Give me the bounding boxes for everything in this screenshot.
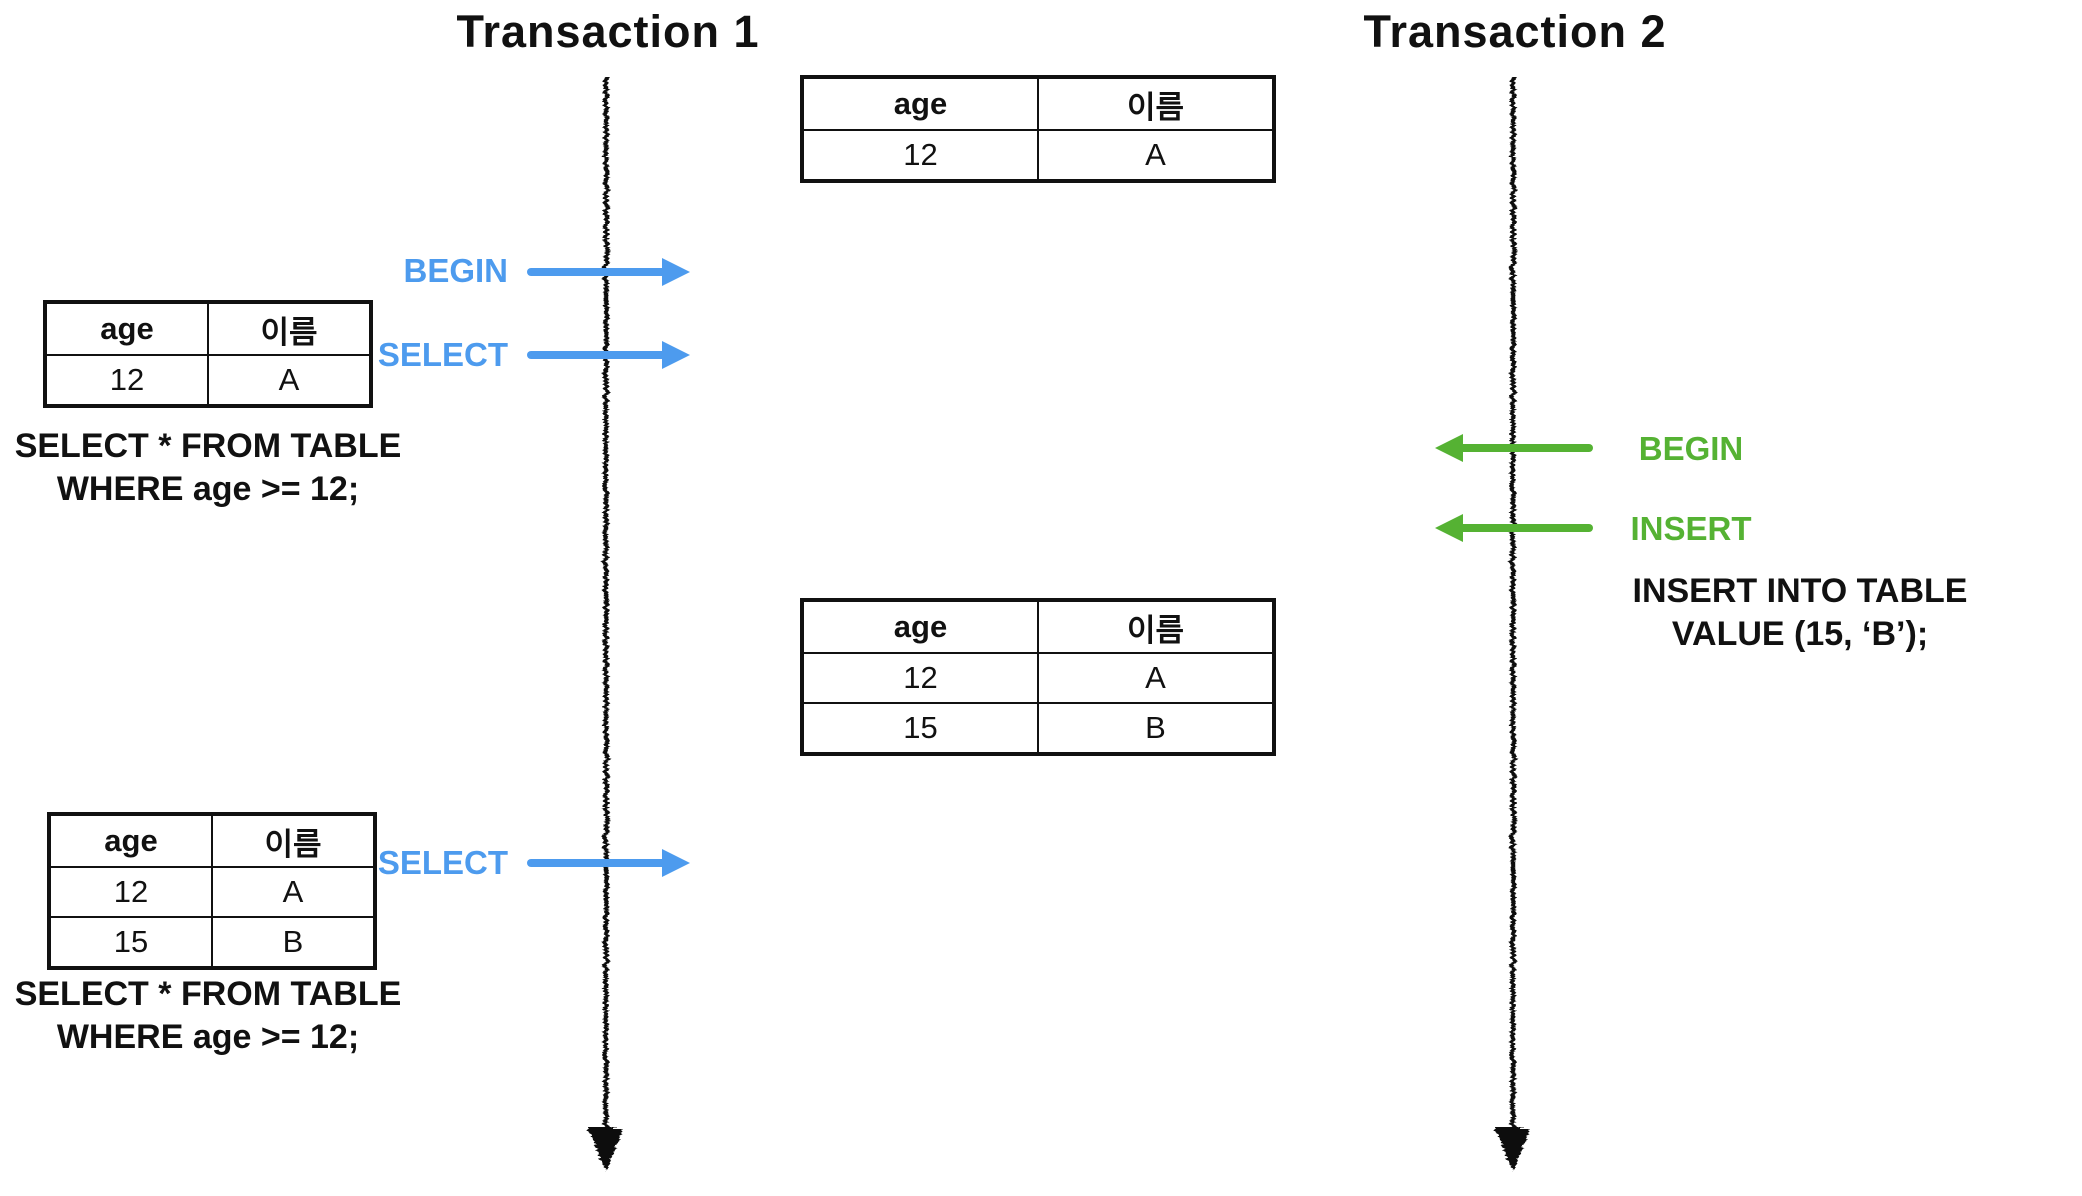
t1-begin-arrow-right-icon bbox=[527, 258, 690, 286]
table-header-row: age 이름 bbox=[801, 76, 1275, 131]
sql-line: VALUE (15, ‘B’); bbox=[1671, 615, 1929, 653]
cell-name: B bbox=[211, 916, 376, 969]
cell-name: A bbox=[211, 866, 376, 918]
arrow-head bbox=[662, 341, 690, 369]
t1-begin-label: BEGIN bbox=[403, 252, 508, 289]
transaction1-title: Transaction 1 bbox=[456, 6, 760, 57]
cell-age: 15 bbox=[48, 916, 213, 969]
sql-line: WHERE age >= 12; bbox=[56, 1018, 360, 1056]
arrow-shaft bbox=[1459, 444, 1593, 452]
t2-begin-arrow-left-icon bbox=[1435, 434, 1593, 462]
table-header-row: age 이름 bbox=[48, 813, 376, 868]
arrow-head bbox=[662, 258, 690, 286]
header-age: age bbox=[48, 813, 213, 868]
table-header-row: age 이름 bbox=[44, 301, 372, 356]
cell-age: 12 bbox=[48, 866, 213, 918]
header-age: age bbox=[801, 76, 1039, 131]
arrow-shaft bbox=[527, 351, 666, 359]
table-t1-second-read: age 이름 12 A 15 B bbox=[47, 812, 377, 970]
t1-select-second-label: SELECT bbox=[377, 844, 508, 881]
cell-age: 12 bbox=[801, 129, 1039, 182]
header-name: 이름 bbox=[1037, 76, 1275, 131]
cell-age: 12 bbox=[801, 652, 1039, 704]
table-db-after-insert: age 이름 12 A 15 B bbox=[800, 598, 1276, 756]
table-row: 12 A bbox=[48, 866, 376, 918]
sql-line: SELECT * FROM TABLE bbox=[14, 427, 402, 465]
cell-age: 12 bbox=[44, 354, 209, 407]
arrow-head bbox=[1435, 434, 1463, 462]
transaction2-title: Transaction 2 bbox=[1363, 6, 1667, 57]
table-row: 12 A bbox=[801, 652, 1275, 704]
t2-insert-label: INSERT bbox=[1630, 510, 1752, 547]
table-header-row: age 이름 bbox=[801, 599, 1275, 654]
cell-name: B bbox=[1037, 702, 1275, 755]
t1-select-second-sql: SELECT * FROM TABLE WHERE age >= 12; bbox=[0, 973, 416, 1059]
arrow-shaft bbox=[527, 859, 666, 867]
table-db-initial: age 이름 12 A bbox=[800, 75, 1276, 183]
cell-name: A bbox=[1037, 652, 1275, 704]
cell-age: 15 bbox=[801, 702, 1039, 755]
t1-select-first-sql: SELECT * FROM TABLE WHERE age >= 12; bbox=[0, 425, 416, 511]
header-name: 이름 bbox=[211, 813, 376, 868]
timeline-transaction2 bbox=[1495, 76, 1531, 1172]
table-row: 15 B bbox=[801, 702, 1275, 755]
t1-select-second-arrow-right-icon bbox=[527, 849, 690, 877]
arrow-shaft bbox=[1459, 524, 1593, 532]
arrow-head bbox=[1435, 514, 1463, 542]
table-t1-first-read: age 이름 12 A bbox=[43, 300, 373, 408]
header-age: age bbox=[44, 301, 209, 356]
t1-select-first-arrow-right-icon bbox=[527, 341, 690, 369]
header-name: 이름 bbox=[1037, 599, 1275, 654]
t2-insert-arrow-left-icon bbox=[1435, 514, 1593, 542]
timeline-arrowhead-down-icon bbox=[588, 1128, 624, 1172]
header-age: age bbox=[801, 599, 1039, 654]
sql-line: INSERT INTO TABLE bbox=[1632, 572, 1968, 610]
cell-name: A bbox=[1037, 129, 1275, 182]
arrow-shaft bbox=[527, 268, 666, 276]
sql-line: WHERE age >= 12; bbox=[56, 470, 360, 508]
t2-begin-label: BEGIN bbox=[1638, 430, 1744, 467]
table-row: 12 A bbox=[44, 354, 372, 407]
t2-insert-sql: INSERT INTO TABLE VALUE (15, ‘B’); bbox=[1588, 570, 2012, 656]
table-row: 15 B bbox=[48, 916, 376, 969]
header-name: 이름 bbox=[207, 301, 372, 356]
sql-line: SELECT * FROM TABLE bbox=[14, 975, 402, 1013]
timeline-arrowhead-down-icon bbox=[1495, 1128, 1531, 1172]
timeline-transaction1 bbox=[588, 76, 624, 1172]
arrow-head bbox=[662, 849, 690, 877]
table-row: 12 A bbox=[801, 129, 1275, 182]
cell-name: A bbox=[207, 354, 372, 407]
t1-select-first-label: SELECT bbox=[377, 336, 508, 373]
